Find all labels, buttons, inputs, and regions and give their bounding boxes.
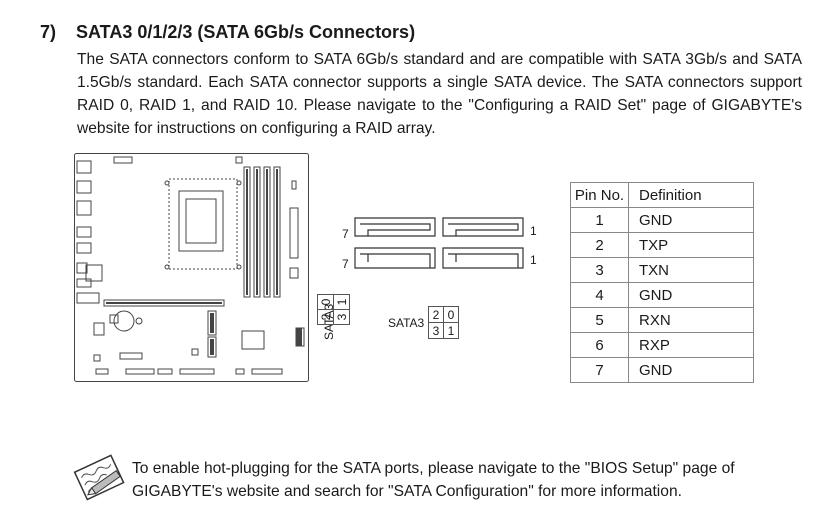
pin-no: 1: [570, 207, 629, 233]
sata-connector-diagram: [354, 217, 524, 269]
pin-left-label-top: 7: [342, 227, 349, 241]
pin-no: 4: [570, 282, 629, 308]
pin-no: 2: [570, 232, 629, 258]
port-cell: 1: [443, 322, 459, 339]
table-header-row: Pin No. Definition: [570, 182, 754, 208]
pencil-note-icon: [73, 454, 125, 501]
section-number: 7): [40, 22, 57, 42]
pin-right-label-top: 1: [530, 224, 537, 238]
pin-definition: RXP: [628, 332, 754, 358]
section-heading: 7) SATA3 0/1/2/3 (SATA 6Gb/s Connectors): [40, 22, 415, 43]
pin-left-label-bottom: 7: [342, 257, 349, 271]
header-pin-no: Pin No.: [570, 182, 629, 208]
motherboard-diagram: [74, 153, 309, 382]
section-title: SATA3 0/1/2/3 (SATA 6Gb/s Connectors): [76, 22, 416, 42]
pin-no: 3: [570, 257, 629, 283]
pin-definition: TXN: [628, 257, 754, 283]
pin-definition: GND: [628, 357, 754, 383]
port-cell: 0: [317, 294, 334, 310]
pin-no: 6: [570, 332, 629, 358]
port-cell: 0: [443, 306, 459, 323]
pin-definition: GND: [628, 282, 754, 308]
port-cell: 2: [428, 306, 444, 323]
pin-no: 5: [570, 307, 629, 333]
note-text: To enable hot-plugging for the SATA port…: [132, 460, 735, 500]
pin-definition: GND: [628, 207, 754, 233]
pin-no: 7: [570, 357, 629, 383]
pin-right-label-bottom: 1: [530, 253, 537, 267]
port-cell: 3: [333, 309, 350, 325]
pin-definition: RXN: [628, 307, 754, 333]
port-cell: 2: [317, 309, 334, 325]
port-cell: 1: [333, 294, 350, 310]
section-description: The SATA connectors conform to SATA 6Gb/…: [77, 51, 802, 137]
pin-definition: TXP: [628, 232, 754, 258]
connector-sata-label: SATA3: [388, 316, 425, 330]
header-definition: Definition: [628, 182, 754, 208]
port-cell: 3: [428, 322, 444, 339]
